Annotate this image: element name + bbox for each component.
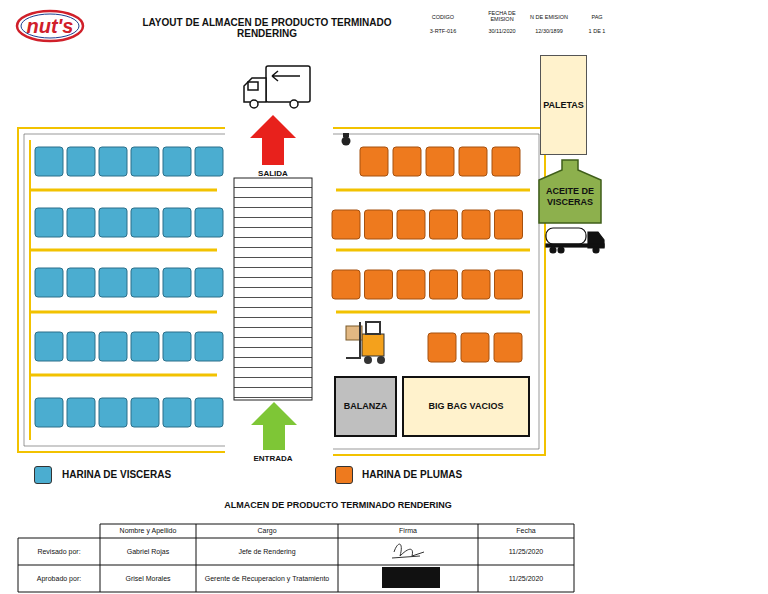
legend-text: HARINA DE VISCERAS <box>62 469 171 480</box>
conveyor <box>234 178 312 400</box>
table-cell: Nombre y Apellido <box>101 525 195 537</box>
forklift-icon <box>346 322 385 364</box>
table-cell: Aprobado por: <box>19 566 99 591</box>
flow-label: ENTRADA <box>242 453 304 466</box>
table-cell: 11/25/2020 <box>479 539 573 564</box>
rack-bars <box>30 190 530 375</box>
legend-swatch <box>335 466 353 484</box>
table-cell: Grisel Morales <box>101 566 195 591</box>
signature-table <box>18 524 574 592</box>
table-cell: Gabriel Rojas <box>101 539 195 564</box>
header-cell: 3-RTF-016 <box>422 26 464 36</box>
table-cell: Firma <box>339 525 477 537</box>
legend-swatch <box>34 466 52 484</box>
area-box: PALETAS <box>540 55 587 155</box>
table-cell: Fecha <box>479 525 573 537</box>
legend-text: HARINA DE PLUMAS <box>362 469 462 480</box>
table-cell: Gerente de Recuperacion y Tratamiento <box>197 566 337 591</box>
header-cell: CODIGO <box>428 11 458 23</box>
entry-arrow <box>251 402 297 450</box>
tank-truck-icon <box>546 228 604 253</box>
caption: ALMACEN DE PRODUCTO TERMINADO RENDERING <box>170 500 506 510</box>
header-cell: 12/30/1899 <box>524 26 574 36</box>
area-label: BIG BAG VACIOS <box>427 399 506 414</box>
table-cell: Cargo <box>197 525 337 537</box>
flow-label: SALIDA <box>246 168 300 181</box>
table-cell: Revisado por: <box>19 539 99 564</box>
rack-frame <box>18 128 545 455</box>
table-cell: Jefe de Rendering <box>197 539 337 564</box>
table-cell: 11/25/2020 <box>479 566 573 591</box>
header-cell: N DE EMISION <box>524 11 574 23</box>
area-label: ACEITE DE VISCERAS <box>538 184 602 210</box>
header-cell: 30/11/2020 <box>482 26 522 36</box>
extinguisher-icon <box>342 133 351 146</box>
area-label: BALANZA <box>342 399 390 414</box>
page-title: LAYOUT DE ALMACEN DE PRODUCTO TERMINADO … <box>112 17 422 39</box>
logo-oval <box>17 11 83 41</box>
area-label: PALETAS <box>541 98 586 113</box>
signature-mark <box>382 567 440 588</box>
header-cell: 1 DE 1 <box>584 26 610 36</box>
area-box: BIG BAG VACIOS <box>402 376 530 437</box>
tank-shape: ACEITE DE VISCERAS <box>538 158 602 224</box>
header-cell: PAG <box>584 11 610 23</box>
truck-icon <box>244 66 310 108</box>
area-box: BALANZA <box>334 376 397 437</box>
logo-text: nut's <box>20 12 80 40</box>
header-cell: FECHA DE EMISION <box>482 8 522 24</box>
exit-arrow <box>250 115 296 165</box>
signature-mark <box>392 544 424 558</box>
